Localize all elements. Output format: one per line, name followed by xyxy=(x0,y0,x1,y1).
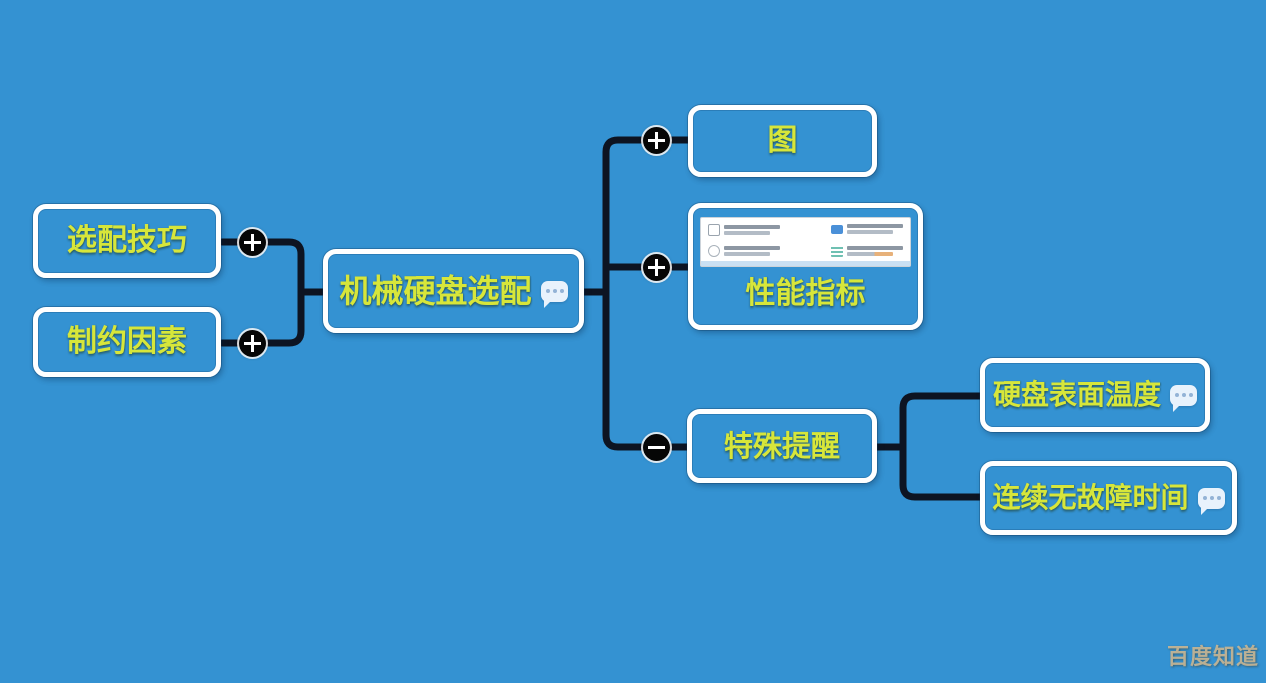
thumbnail-text-lines xyxy=(724,225,780,235)
comment-bubble-icon[interactable] xyxy=(1197,487,1225,515)
node-special-reminders[interactable]: 特殊提醒 xyxy=(687,409,877,483)
harddisk-icon xyxy=(708,224,720,236)
watermark-baidu-zhidao: 百度知道 xyxy=(1166,645,1259,670)
thumbnail-item xyxy=(831,224,903,234)
expand-plus-icon[interactable] xyxy=(643,127,670,154)
node-label: 性能指标 xyxy=(745,276,866,311)
connector-right-bracket xyxy=(602,136,693,451)
memory-icon xyxy=(831,245,843,257)
node-disk-surface-temperature[interactable]: 硬盘表面温度 xyxy=(980,358,1210,432)
hardware-spec-thumbnail-image xyxy=(700,217,911,267)
plus-bar xyxy=(251,335,254,352)
collapse-minus-icon[interactable] xyxy=(643,434,670,461)
node-label: 特殊提醒 xyxy=(723,428,840,463)
node-continuous-failure-free-time[interactable]: 连续无故障时间 xyxy=(980,461,1237,535)
expand-plus-icon[interactable] xyxy=(239,229,266,256)
node-picture[interactable]: 图 xyxy=(688,105,877,177)
plus-bar xyxy=(251,234,254,251)
comment-bubble-icon[interactable] xyxy=(540,280,568,308)
thumbnail-right-column xyxy=(831,224,903,257)
node-label: 机械硬盘选配 xyxy=(339,272,532,310)
thumbnail-text-lines xyxy=(847,246,903,256)
connector-sub-bracket xyxy=(899,392,985,501)
thumbnail-item xyxy=(708,245,780,257)
node-constraint-factors[interactable]: 制约因素 xyxy=(33,307,221,377)
node-label: 硬盘表面温度 xyxy=(992,378,1161,411)
node-label: 制约因素 xyxy=(67,324,187,359)
thumbnail-item xyxy=(708,224,780,236)
node-label: 图 xyxy=(767,123,798,158)
node-label: 选配技巧 xyxy=(67,223,187,258)
thumbnail-left-column xyxy=(708,224,780,257)
connector-left-bracket xyxy=(218,238,305,347)
gpu-icon xyxy=(831,224,843,234)
thumbnail-item xyxy=(831,245,903,257)
node-performance-indicators[interactable]: 性能指标 xyxy=(688,203,923,330)
thumbnail-text-lines xyxy=(724,246,780,256)
plus-bar xyxy=(655,259,658,276)
node-root-hdd-selection[interactable]: 机械硬盘选配 xyxy=(323,249,584,333)
expand-plus-icon[interactable] xyxy=(643,254,670,281)
plus-bar xyxy=(655,132,658,149)
thumbnail-text-lines xyxy=(847,224,903,234)
minus-bar xyxy=(648,446,665,449)
cpu-icon xyxy=(708,245,720,257)
comment-bubble-icon[interactable] xyxy=(1170,384,1197,412)
expand-plus-icon[interactable] xyxy=(239,330,266,357)
node-label: 连续无故障时间 xyxy=(992,481,1189,514)
node-selection-tips[interactable]: 选配技巧 xyxy=(33,204,221,278)
